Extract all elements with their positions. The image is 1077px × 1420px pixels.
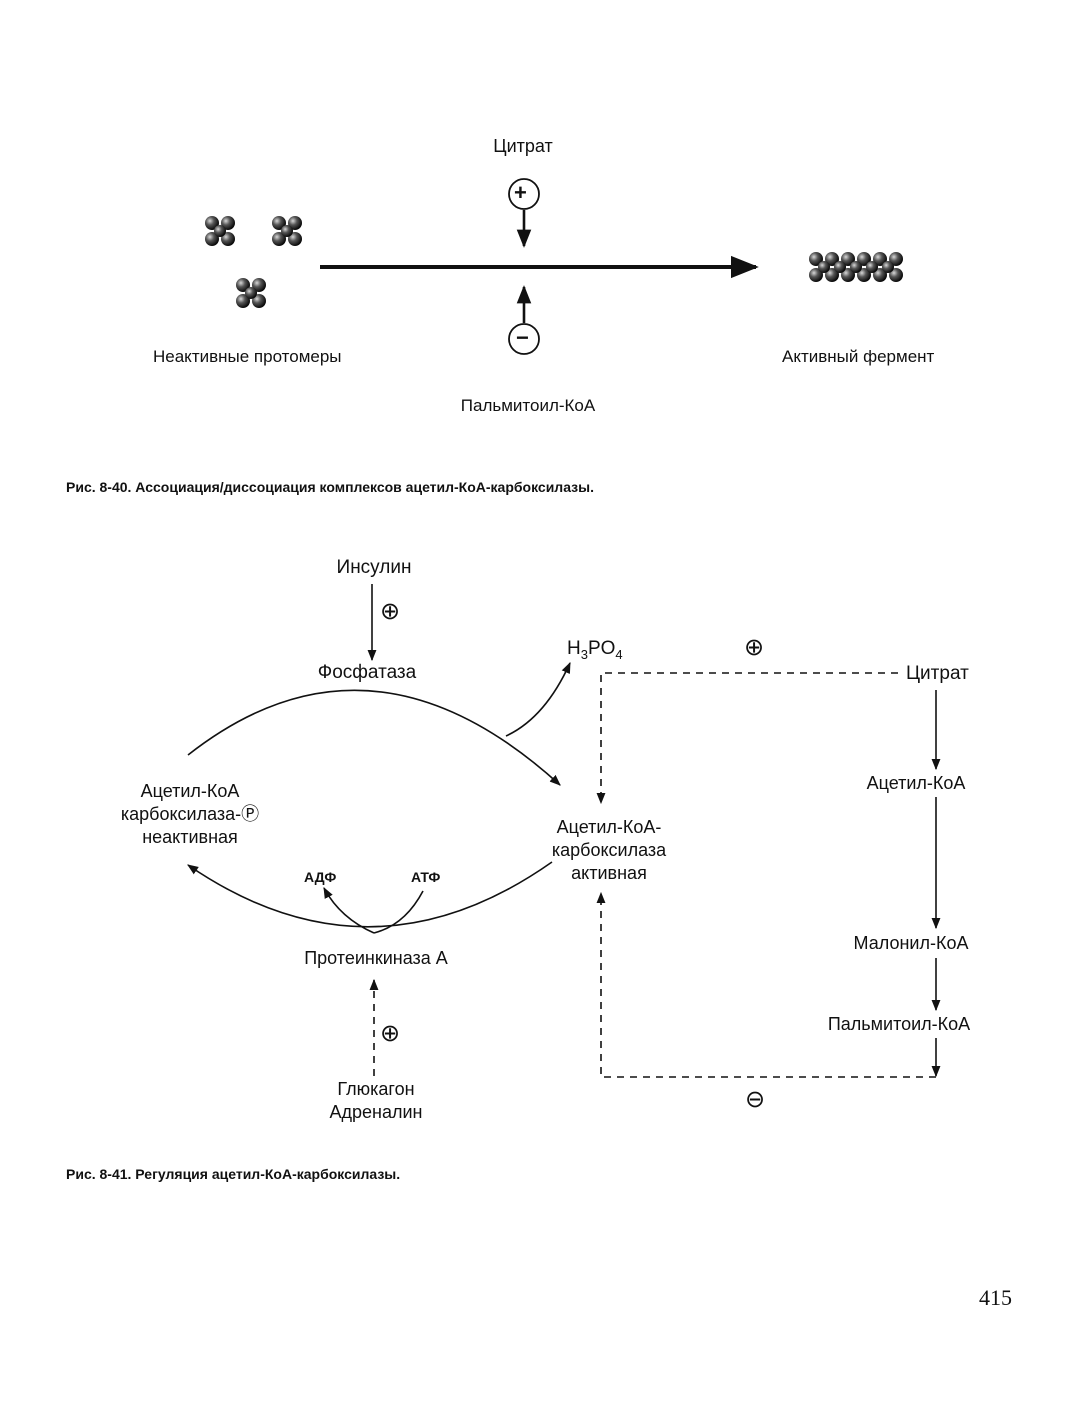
h3po4-label: H3PO4 — [567, 639, 623, 661]
protomer-cluster-1 — [205, 216, 235, 246]
hormones-label: Глюкагон Адреналин — [330, 1078, 423, 1124]
active-enzyme-label: Активный фермент — [782, 347, 935, 366]
fig1-citrate-label: Цитрат — [493, 136, 553, 156]
figure-8-41-caption: Рис. 8-41. Регуляция ацетил-КоА-карбокси… — [66, 1166, 401, 1182]
acc-active-label: Ацетил-КоА- карбоксилаза активная — [552, 816, 666, 885]
minus-sign: − — [516, 325, 529, 350]
insulin-label: Инсулин — [336, 557, 412, 578]
h3po4-sub3: 3 — [580, 646, 588, 662]
h3po4-h: H — [567, 638, 581, 659]
insulin-plus-symbol: ⊕ — [380, 598, 401, 625]
adp-label: АДФ — [304, 869, 337, 885]
glucagon-label: Глюкагон — [337, 1079, 415, 1099]
page-number: 415 — [979, 1285, 1012, 1310]
h3po4-release-arrow — [505, 661, 571, 737]
protomer-cluster-2 — [272, 216, 302, 246]
phosphorylation-arc — [187, 861, 553, 928]
activator-plus-circle — [508, 178, 540, 210]
malonyl-coa-label: Малонил-КоА — [853, 933, 969, 953]
atp-arrow — [373, 890, 424, 934]
acetyl-coa-label: Ацетил-КоА — [866, 773, 966, 793]
acc-inactive-line3: неактивная — [142, 827, 238, 847]
active-enzyme-polymer — [809, 252, 903, 282]
inhibitor-minus-circle — [508, 323, 540, 355]
acc-active-line3: активная — [571, 863, 647, 883]
palmitoylcoa-inhibition-dashed — [596, 891, 936, 1078]
figure-8-40-caption: Рис. 8-40. Ассоциация/диссоциация компле… — [66, 479, 594, 495]
acc-active-line2: карбоксилаза — [551, 840, 667, 860]
acc-inactive-label: Ацетил-КоА карбоксилаза-Ⓟ неактивная — [121, 780, 259, 849]
fig1-palmitoyl-coa-label: Пальмитоил-КоА — [460, 396, 596, 415]
inhibition-minus-symbol: ⊖ — [745, 1086, 766, 1113]
h3po4-po: PO — [587, 638, 616, 659]
acc-inactive-line1: Ацетил-КоА — [140, 781, 240, 801]
acc-inactive-line2: карбоксилаза-Ⓟ — [120, 804, 260, 824]
atp-label: АТФ — [411, 869, 441, 885]
citrate-activation-dashed — [596, 672, 898, 805]
glucagon-plus-symbol: ⊕ — [380, 1020, 401, 1047]
citrate-plus-symbol: ⊕ — [744, 634, 765, 661]
dephosphorylation-arc — [187, 689, 561, 786]
fig2-citrate-label: Цитрат — [906, 663, 969, 684]
acc-active-line1: Ацетил-КоА- — [556, 817, 662, 837]
fig2-palmitoyl-coa-label: Пальмитоил-КоА — [827, 1014, 971, 1034]
phosphatase-label: Фосфатаза — [317, 662, 417, 683]
h3po4-sub4: 4 — [615, 646, 623, 662]
adp-arrow — [323, 887, 375, 934]
protomer-cluster-3 — [236, 278, 266, 308]
adrenaline-label: Адреналин — [329, 1102, 423, 1122]
protein-kinase-a-label: Протеинкиназа А — [304, 948, 448, 968]
plus-sign: + — [514, 180, 527, 205]
inactive-protomers-label: Неактивные протомеры — [153, 347, 342, 366]
